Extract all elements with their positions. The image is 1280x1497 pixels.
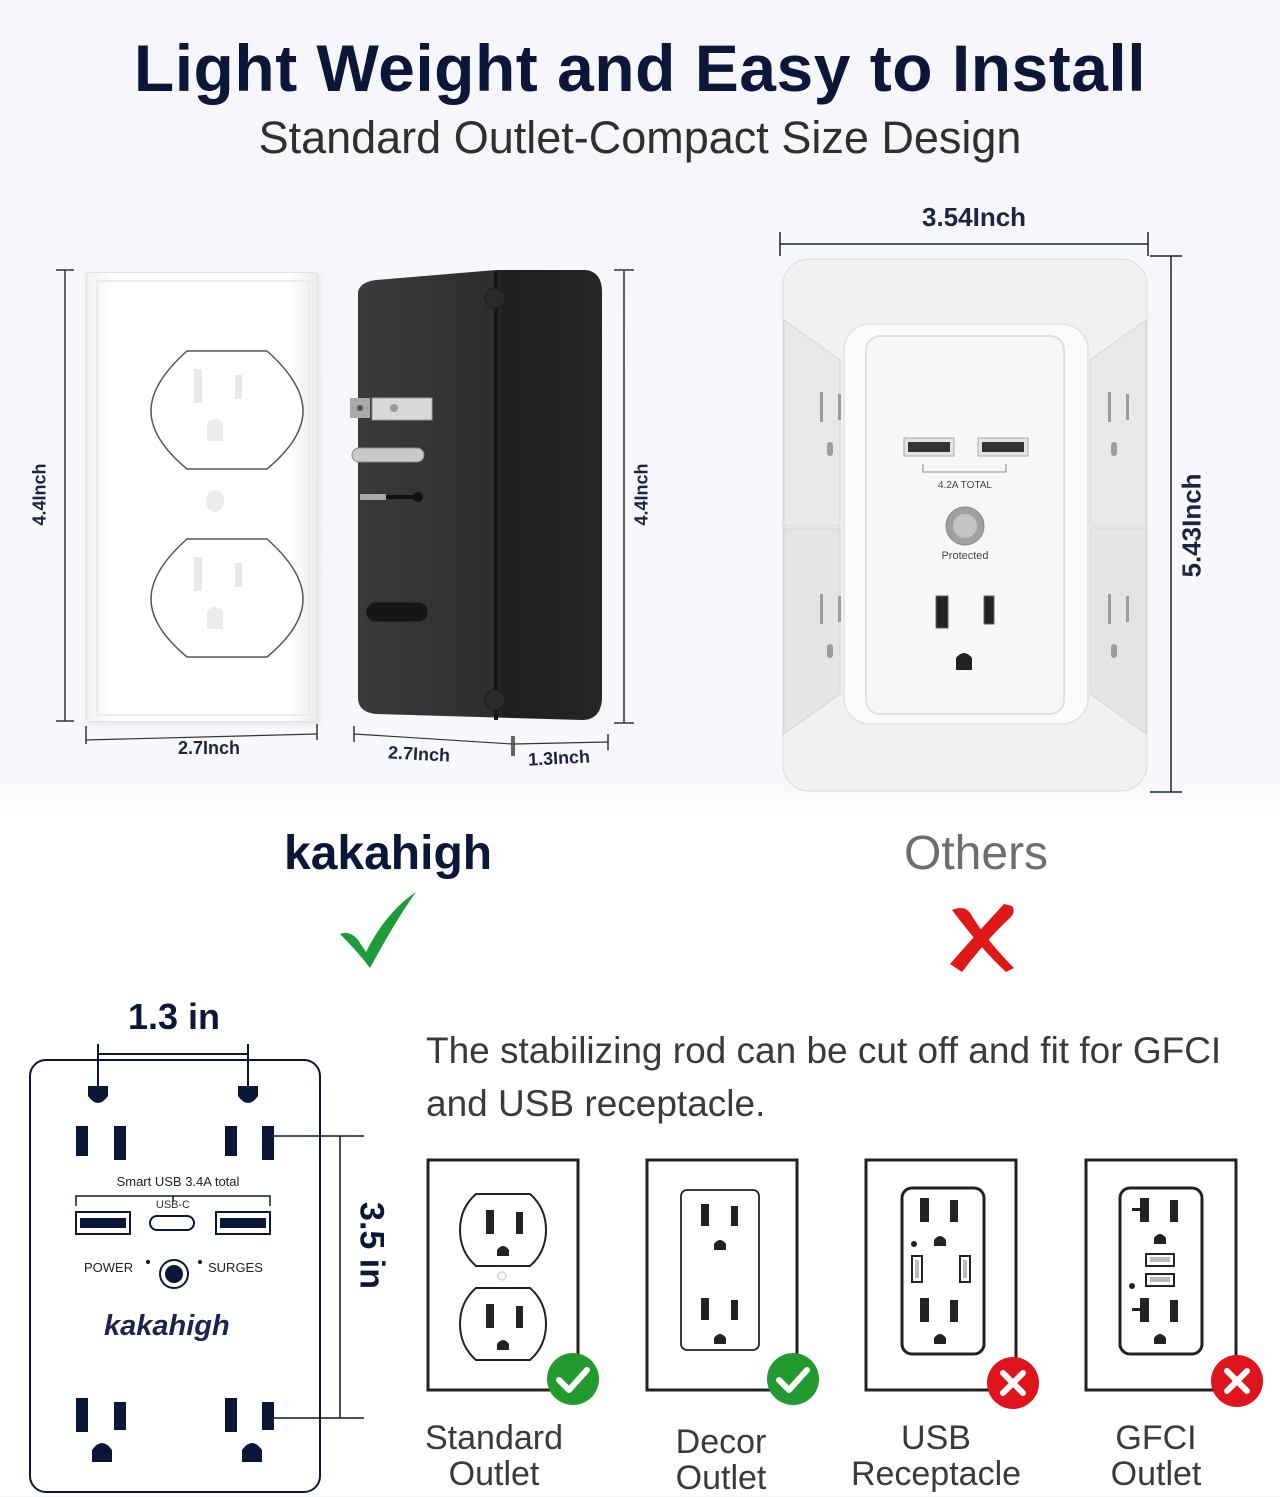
others-label: Others	[904, 827, 1049, 880]
usb-receptacle-icon	[864, 1158, 1018, 1392]
incompatible-cross-badge-icon	[1211, 1355, 1263, 1407]
standard-outlet-card	[426, 1158, 602, 1394]
surges-indicator-label: SURGES	[208, 1260, 263, 1275]
smart-usb-label: Smart USB 3.4A total	[116, 1174, 240, 1189]
wallplate-height-label: 4.4Inch	[29, 463, 50, 526]
device-width-label: 2.7Inch	[387, 742, 451, 766]
others-width-label: 3.54Inch	[922, 202, 1027, 232]
front-diagram	[29, 1044, 364, 1493]
outlet-vertical-spacing-label: 3.5 in	[352, 1202, 391, 1289]
compatibility-description: The stabilizing rod can be cut off and f…	[426, 1030, 1222, 1124]
others-height-label: 5.43Inch	[1176, 473, 1207, 578]
caption-line1: Decor	[675, 1423, 767, 1461]
device-width-depth-dimension-line	[353, 726, 609, 756]
wallplate-height-dimension-line	[56, 269, 74, 722]
kakahigh-label: kakahigh	[284, 827, 493, 880]
page-title: Light Weight and Easy to Install	[133, 31, 1147, 105]
caption-line2: Outlet	[1110, 1455, 1202, 1493]
device-height-label: 4.4Inch	[631, 463, 652, 526]
device-depth-label: 1.3Inch	[527, 746, 591, 770]
plug-device-icon	[350, 270, 602, 720]
check-icon	[340, 892, 416, 968]
caption-line2: Receptacle	[850, 1455, 1022, 1493]
standard-outlet-icon	[426, 1158, 580, 1392]
others-device-front-view: 4.2A TOTAL Protected	[782, 258, 1148, 792]
gfci-outlet-icon	[1084, 1158, 1238, 1392]
caption-line1: GFCI	[1115, 1419, 1197, 1457]
compatible-check-badge-icon	[547, 1353, 599, 1405]
decor-outlet-card	[645, 1158, 821, 1394]
caption-line2: Outlet	[448, 1455, 540, 1493]
wallplate-width-label: 2.7Inch	[178, 738, 241, 758]
kakahigh-device-side-view	[346, 268, 604, 724]
usb-receptacle-caption: USB Receptacle	[826, 1420, 1046, 1492]
caption-line2: Outlet	[675, 1459, 767, 1497]
gfci-outlet-caption: GFCI Outlet	[1046, 1420, 1266, 1492]
decor-outlet-caption: Decor Outlet	[611, 1424, 831, 1496]
usb-receptacle-card	[864, 1158, 1040, 1394]
standard-outlet-caption: Standard Outlet	[384, 1420, 604, 1492]
others-dimension-lines	[779, 232, 1182, 793]
duplex-outlet-icon	[96, 280, 310, 716]
decor-outlet-icon	[645, 1158, 799, 1392]
protected-label: Protected	[941, 550, 989, 562]
caption-line1: USB	[901, 1419, 971, 1457]
six-outlet-adapter-icon	[782, 258, 1148, 792]
power-indicator-label: POWER	[84, 1260, 134, 1275]
incompatible-cross-badge-icon	[987, 1357, 1039, 1409]
wallplate-width-dimension-line	[85, 724, 318, 744]
cross-icon	[950, 904, 1014, 972]
compatible-check-badge-icon	[767, 1353, 819, 1405]
wallplate	[86, 272, 318, 722]
brand-logo: kakahigh	[104, 1310, 230, 1342]
outlet-spacing-label: 1.3 in	[128, 996, 221, 1037]
caption-line1: Standard	[425, 1419, 563, 1457]
usb-c-label: USB-C	[155, 1199, 191, 1211]
device-height-dimension-line	[614, 269, 634, 724]
gfci-outlet-card	[1084, 1158, 1260, 1394]
page-subtitle: Standard Outlet-Compact Size Design	[258, 112, 1022, 163]
usb-total-label: 4.2A TOTAL	[938, 480, 992, 491]
